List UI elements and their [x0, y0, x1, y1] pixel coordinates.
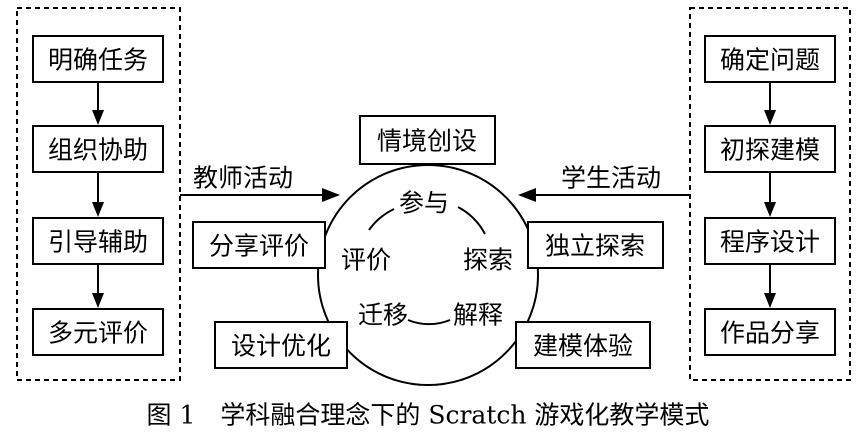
student-activity-label: 学生活动	[561, 164, 661, 193]
student-step-3-box	[704, 217, 836, 265]
student-step-1-box	[704, 35, 836, 83]
student-step-1-label: 确定问题	[720, 46, 820, 75]
teacher-step-4-label: 多元评价	[48, 319, 148, 348]
student-step-2-box	[704, 125, 836, 173]
teacher-arrow-2-head	[92, 202, 104, 217]
student-activity-arrow-head	[518, 188, 536, 202]
cycle-word-participate: 参与	[399, 189, 449, 218]
student-step-3-label: 程序设计	[720, 228, 820, 257]
teacher-step-1-label: 明确任务	[48, 46, 148, 75]
modeling-experience-box	[515, 321, 651, 369]
teacher-step-4-box	[32, 308, 164, 356]
situation-label: 情境创设	[377, 127, 477, 156]
cycle-word-evaluate: 评价	[341, 246, 391, 275]
cycle-arc-upper-left	[368, 208, 395, 231]
teacher-arrow-1-head	[92, 110, 104, 125]
situation-box	[359, 115, 496, 165]
cycle-word-explore: 探索	[463, 246, 513, 275]
student-arrow-3-head	[764, 293, 776, 308]
modeling-experience-label: 建模体验	[533, 332, 633, 361]
teacher-column-frame	[16, 7, 181, 381]
student-step-2-label: 初探建模	[720, 136, 820, 165]
teacher-activity-arrow-head	[322, 188, 340, 202]
student-step-4-box	[704, 308, 836, 356]
cycle-word-explain: 解释	[453, 301, 503, 330]
figure-caption: 图 1 学科融合理念下的 Scratch 游戏化教学模式	[147, 401, 710, 430]
cycle-arc-bottom	[407, 319, 451, 326]
student-arrow-1-head	[764, 110, 776, 125]
design-optimize-label: 设计优化	[231, 332, 331, 361]
teacher-arrow-3-head	[92, 293, 104, 308]
teacher-activity-label: 教师活动	[193, 164, 293, 193]
independent-explore-label: 独立探索	[545, 232, 645, 261]
teacher-step-2-label: 组织协助	[48, 136, 148, 165]
student-arrow-2-head	[764, 202, 776, 217]
cycle-word-transfer: 迁移	[358, 301, 408, 330]
share-evaluate-label: 分享评价	[209, 232, 309, 261]
student-step-4-label: 作品分享	[720, 319, 820, 348]
design-optimize-box	[214, 321, 348, 369]
teacher-step-3-label: 引导辅助	[48, 228, 148, 257]
cycle-arc-upper-right	[457, 206, 486, 235]
teacher-step-2-box	[32, 125, 164, 173]
share-evaluate-box	[192, 221, 326, 269]
independent-explore-box	[527, 221, 664, 269]
